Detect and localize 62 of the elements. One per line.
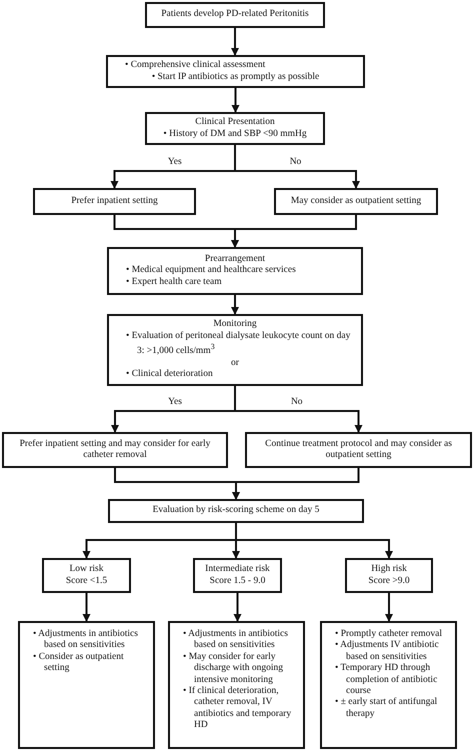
bullet-text: • Expert health care team [125,276,223,288]
arrow [234,386,362,433]
box-heading: Monitoring [212,319,258,331]
box-heading: Low risk [68,564,105,576]
process-box [168,621,305,749]
process-box [18,621,155,749]
arrow [232,88,240,113]
process-box [274,188,438,215]
process-box [33,188,196,215]
bullet-text: • Temporary HD through completion of antibiotic course [334,663,438,697]
bullet-text: • May consider for early discharge with ongoing intensive monitoring [182,652,284,686]
box-text: Evaluation by risk-scoring scheme on day 5 [152,505,320,517]
bullet-text: • ± early start of antifungal therapy [334,697,438,720]
edge-label: No [288,397,305,407]
bullet-text: • Adjustments in antibiotics based on sensitivities [32,629,139,652]
box-text: Prefer inpatient setting and may consider for early catheter removal [18,438,212,462]
bullet-text: • Adjustments in antibiotics based on sensitivities [182,629,289,652]
box-heading: Clinical Presentation [194,117,276,128]
box-heading: Prearrangement [204,254,266,265]
process-box [145,2,325,28]
bullet-text: • If clinical deterioration, catheter removal, IV antibiotics and temporary HD [182,686,292,732]
process-box [193,558,282,593]
process-box [107,314,363,386]
box-text: Score <1.5 [64,576,108,587]
box-text: Score 1.5 - 9.0 [208,576,266,587]
edge-label: No [288,157,304,167]
arrow [234,145,360,189]
process-box [345,558,433,593]
edge-label: Yes [166,397,184,407]
box-text: Continue treatment protocol and may consider as outpatient setting [264,438,453,462]
arrow [385,593,393,622]
bullet-text: • Evaluation of peritoneal dialysate leukocyte count on day 3: >1,000 cells/mm$^{3}$ [125,330,352,358]
arrow [231,215,357,248]
bullet-text: • Clinical deterioration [125,369,214,381]
box-heading: High risk [370,564,408,576]
bullet-text: • History of DM and SBP <90 mmHg [162,128,308,140]
process-box [2,432,228,468]
bullet-text: • Adjustments IV antibiotic based on sensitivities [334,640,440,663]
arrow [234,593,242,622]
process-box [145,112,325,145]
process-box [106,55,365,88]
process-box [108,499,364,523]
process-box [42,558,131,593]
box-text: • Start IP antibiotics as promptly as possible [150,72,320,83]
process-box [320,621,457,749]
process-box [245,432,472,468]
arrow [231,295,239,315]
bullet-text: • Consider as outpatient setting [32,652,125,675]
box-text: or [230,358,240,370]
process-box [107,247,363,295]
bullet-text: • Promptly catheter removal [334,629,444,640]
box-text: May consider as outpatient setting [290,196,422,208]
box-text: Score >9.0 [367,576,411,587]
box-text: Prefer inpatient setting [70,196,159,208]
box-text: Patients develop PD-related Peritonitis [160,9,310,21]
arrow [231,28,239,56]
edge-label: Yes [166,157,184,167]
box-heading: Intermediate risk [204,564,271,576]
arrow [82,593,90,622]
arrow [232,468,360,500]
bullet-text: • Medical equipment and healthcare services [125,265,297,277]
bullet-text: • Comprehensive clinical assessment [124,60,266,72]
